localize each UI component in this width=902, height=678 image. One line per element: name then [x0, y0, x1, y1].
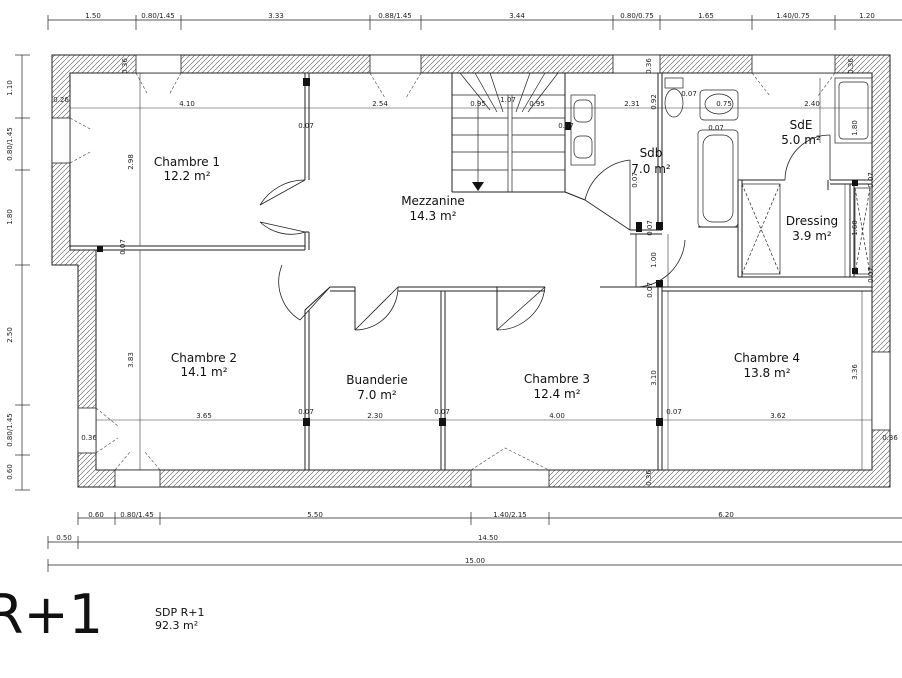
dim-036-c: 0.36 — [847, 58, 855, 74]
top-dim-7: 1.65 — [698, 12, 714, 20]
dim-254: 2.54 — [372, 100, 388, 108]
dim-107: 1.07 — [500, 96, 516, 104]
left-dim-3: 1.80 — [6, 209, 14, 225]
room-buanderie-name: Buanderie — [346, 373, 407, 387]
dim-007-l: 0.07 — [867, 267, 875, 283]
dim-240: 2.40 — [804, 100, 820, 108]
doors — [259, 134, 831, 331]
dim-095b: 0.95 — [529, 100, 545, 108]
room-sdb-area: 7.0 m² — [631, 162, 671, 176]
room-chambre-2-name: Chambre 2 — [171, 351, 237, 365]
dim-007-e: 0.07 — [558, 122, 574, 130]
dim-230: 2.30 — [367, 412, 383, 420]
dim-036-f: 0.36 — [645, 470, 653, 486]
dim-007-m: 0.07 — [631, 172, 639, 188]
room-dressing-area: 3.9 m² — [792, 229, 832, 243]
window-swings — [69, 72, 836, 471]
room-chambre-3-name: Chambre 3 — [524, 372, 590, 386]
left-dim-4: 2.50 — [6, 327, 14, 343]
dim-007-h: 0.07 — [646, 220, 654, 236]
dim-362: 3.62 — [770, 412, 786, 420]
dim-410: 4.10 — [179, 100, 195, 108]
dim-007-g: 0.07 — [708, 124, 724, 132]
dim-310: 3.10 — [650, 370, 658, 386]
top-dim-8: 1.40/0.75 — [776, 12, 810, 20]
room-chambre-3-area: 12.4 m² — [533, 387, 580, 401]
bottom-dim-5: 6.20 — [718, 511, 734, 519]
bottom-dim-2: 0.80/1.45 — [120, 511, 154, 519]
left-dim-5: 0.80/1.45 — [6, 413, 14, 447]
dim-100: 1.00 — [650, 252, 658, 268]
room-buanderie-area: 7.0 m² — [357, 388, 397, 402]
interior-dimension-lines — [70, 73, 872, 470]
top-dim-4: 0.88/1.45 — [378, 12, 412, 20]
room-chambre-1-name: Chambre 1 — [154, 155, 220, 169]
dim-036-a: 0.36 — [121, 58, 129, 74]
dim-231: 2.31 — [624, 100, 640, 108]
room-chambre-4-name: Chambre 4 — [734, 351, 800, 365]
dim-026: 0.26 — [53, 96, 69, 104]
dim-007-i: 0.07 — [646, 282, 654, 298]
dim-036-d: 0.36 — [81, 434, 97, 442]
dim-007-j: 0.07 — [119, 239, 127, 255]
dim-383: 3.83 — [127, 352, 135, 368]
bottom-dim-7: 14.50 — [478, 534, 498, 542]
left-dim-1: 1.10 — [6, 80, 14, 96]
dim-007-a: 0.07 — [298, 122, 314, 130]
top-dimension-chain — [47, 15, 902, 30]
level-label: R+1 — [0, 583, 104, 646]
left-dim-6: 0.60 — [6, 464, 14, 480]
top-dim-1: 1.50 — [85, 12, 101, 20]
room-sde-name: SdE — [790, 118, 813, 132]
bottom-dim-1: 0.60 — [88, 511, 104, 519]
room-dressing-name: Dressing — [786, 214, 838, 228]
dim-007-c: 0.07 — [434, 408, 450, 416]
top-dim-6: 0.80/0.75 — [620, 12, 654, 20]
dim-095a: 0.95 — [470, 100, 486, 108]
room-sdb-name: Sdb — [640, 146, 663, 160]
exterior-walls — [51, 54, 891, 488]
bottom-dimension-chain — [47, 512, 902, 572]
room-chambre-2-area: 14.1 m² — [180, 365, 227, 379]
dim-298: 2.98 — [127, 154, 135, 170]
dim-336: 3.36 — [851, 364, 859, 380]
top-dim-3: 3.33 — [268, 12, 284, 20]
bottom-dim-6: 0.50 — [56, 534, 72, 542]
left-dimension-chain — [15, 54, 30, 491]
top-dim-5: 3.44 — [509, 12, 525, 20]
dim-400: 4.00 — [549, 412, 565, 420]
dim-036-e: 0.36 — [882, 434, 898, 442]
sdp-value: 92.3 m² — [155, 619, 199, 632]
dim-007-f: 0.07 — [681, 90, 697, 98]
bottom-dim-4: 1.40/2.15 — [493, 511, 527, 519]
dim-075: 0.75 — [716, 100, 732, 108]
stair-arrow-icon — [472, 182, 484, 191]
room-chambre-4-area: 13.8 m² — [743, 366, 790, 380]
interior-walls — [70, 73, 872, 470]
sdp-summary: SDP R+1 92.3 m² — [155, 606, 204, 632]
dim-160: 1.60 — [851, 220, 859, 236]
dim-007-k: 0.07 — [867, 172, 875, 188]
dim-180: 1.80 — [851, 120, 859, 136]
staircase — [451, 72, 566, 193]
bottom-dim-3: 5.50 — [307, 511, 323, 519]
fixtures — [570, 77, 873, 275]
left-dim-2: 0.80/1.45 — [6, 127, 14, 161]
room-mezzanine-name: Mezzanine — [401, 194, 465, 208]
top-dim-2: 0.80/1.45 — [141, 12, 175, 20]
dim-007-b: 0.07 — [298, 408, 314, 416]
room-sde-area: 5.0 m² — [781, 133, 821, 147]
dim-007-d: 0.07 — [666, 408, 682, 416]
windows — [51, 54, 891, 488]
dim-036-b: 0.36 — [645, 58, 653, 74]
sdp-label: SDP R+1 — [155, 606, 205, 619]
dim-092: 0.92 — [650, 94, 658, 110]
top-dim-9: 1.20 — [859, 12, 875, 20]
dim-365: 3.65 — [196, 412, 212, 420]
room-chambre-1-area: 12.2 m² — [163, 169, 210, 183]
overall-dim: 15.00 — [465, 557, 485, 565]
room-mezzanine-area: 14.3 m² — [409, 209, 456, 223]
